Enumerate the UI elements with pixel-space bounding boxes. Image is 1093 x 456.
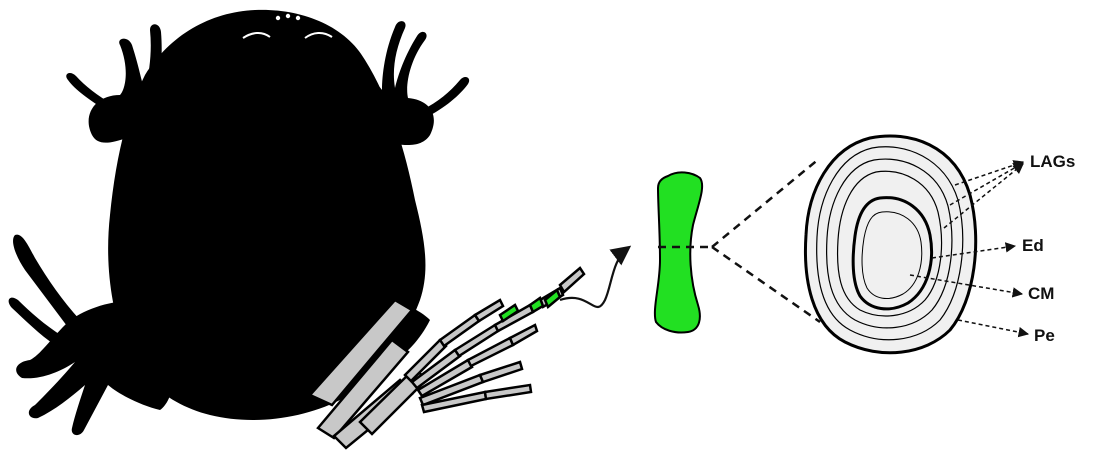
bone-cross-section [805,136,975,353]
lags-arrow-1 [955,162,1023,185]
highlighted-phalanx-2 [545,290,560,307]
highlighted-phalanx-1 [530,298,543,312]
label-ed: Ed [1022,236,1044,255]
frog-silhouette [9,10,470,435]
pe-arrow [958,320,1028,334]
label-lags: LAGs [1030,152,1075,171]
phalanx-bone [655,172,702,332]
marrow-cavity [862,212,922,299]
label-cm: CM [1028,284,1054,303]
label-pe: Pe [1034,326,1055,345]
